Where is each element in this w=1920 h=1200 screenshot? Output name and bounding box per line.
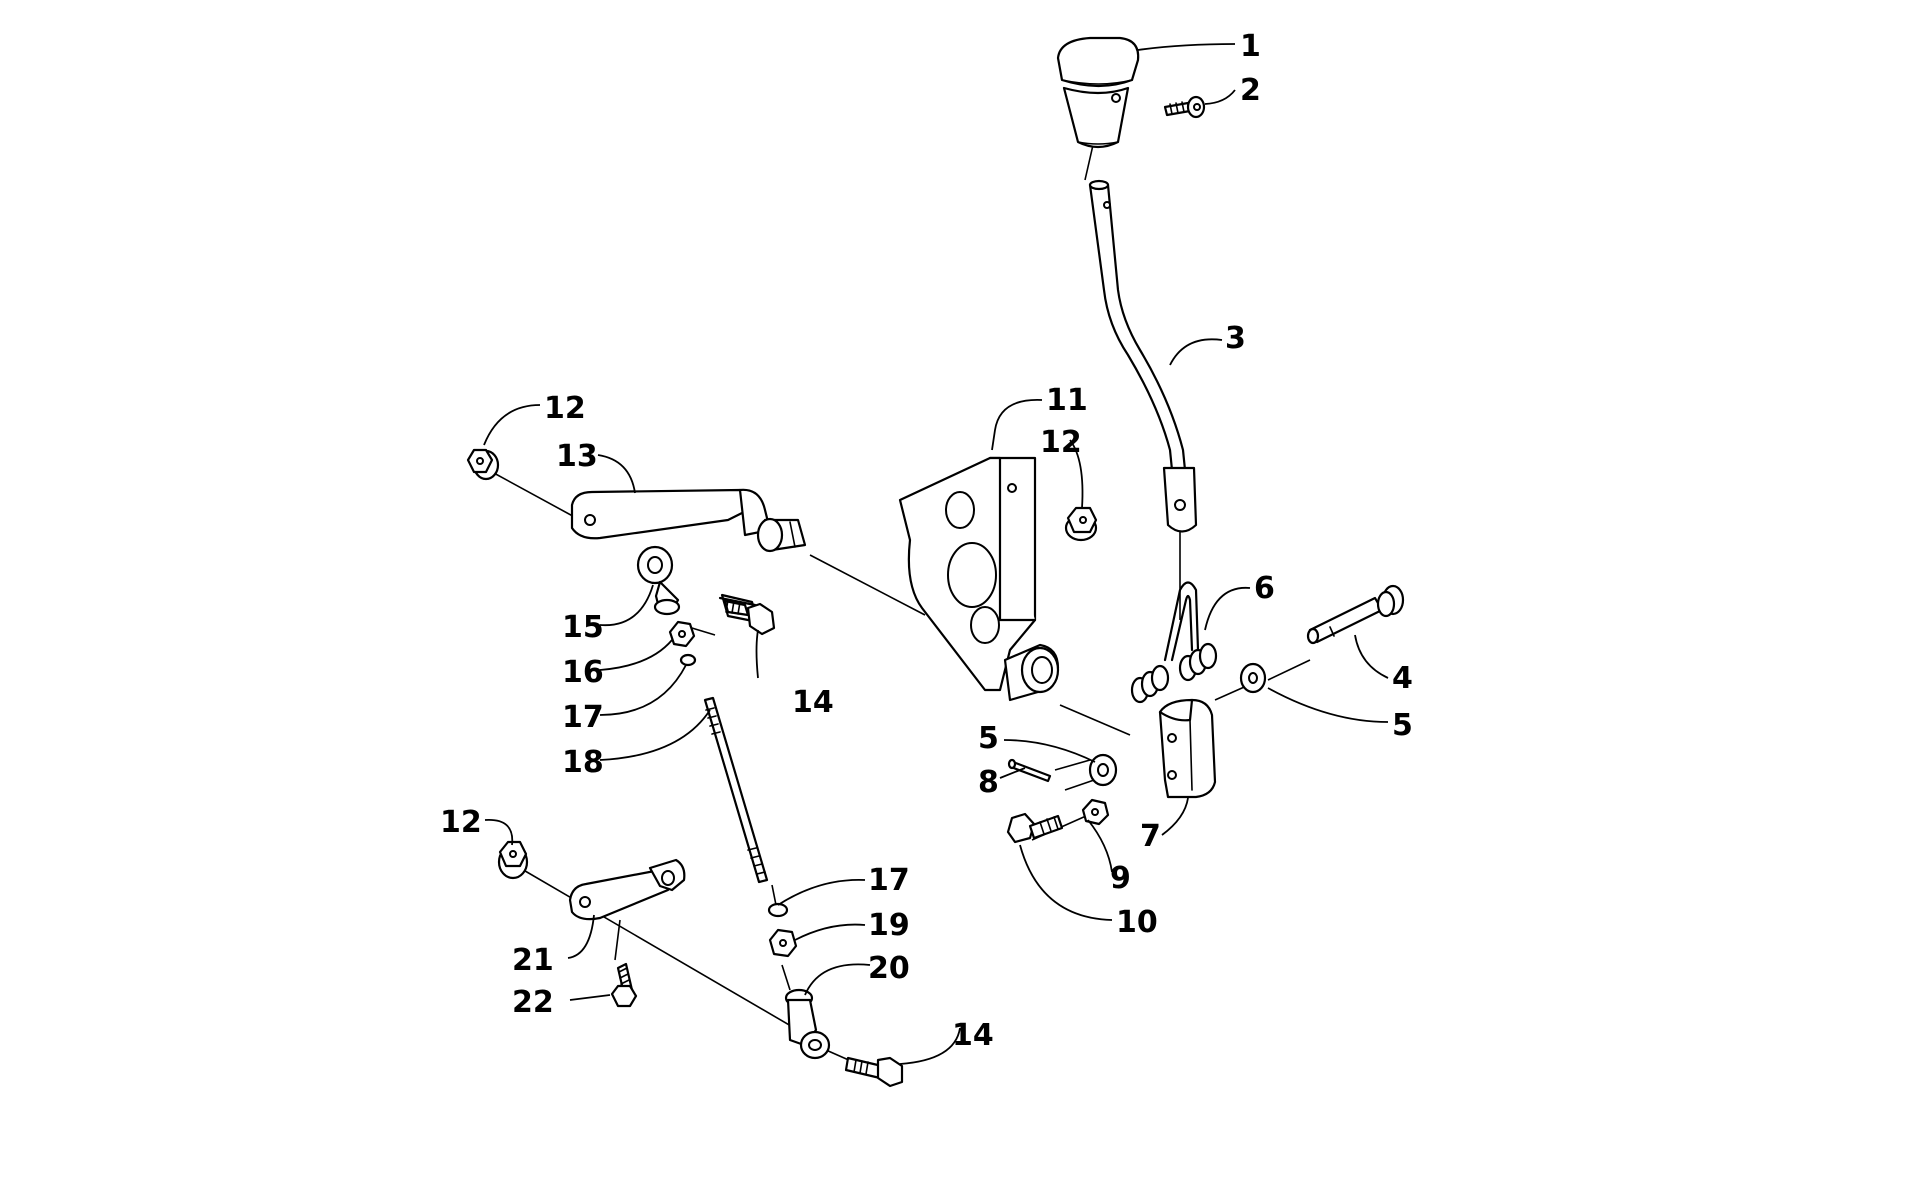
shift-knob bbox=[1056, 36, 1140, 149]
callout-13: 13 bbox=[556, 439, 598, 474]
flange-nut-lower-arm bbox=[497, 840, 529, 880]
callout-10: 10 bbox=[1116, 905, 1158, 940]
set-screw-22 bbox=[610, 962, 638, 1008]
jam-nut-19 bbox=[768, 928, 798, 958]
callout-12-lower: 12 bbox=[440, 805, 482, 840]
callout-12-bracket: 12 bbox=[1040, 425, 1082, 460]
callout-11: 11 bbox=[1046, 383, 1088, 418]
callout-1: 1 bbox=[1240, 29, 1261, 64]
threaded-rod bbox=[703, 696, 769, 884]
callout-19: 19 bbox=[868, 908, 910, 943]
callout-15: 15 bbox=[562, 610, 604, 645]
callout-17-upper: 17 bbox=[562, 700, 604, 735]
callout-2: 2 bbox=[1240, 73, 1261, 108]
callout-labels: 1 2 3 4 5 5 6 7 8 9 10 11 12 12 12 13 14… bbox=[440, 29, 1413, 1053]
nut-9 bbox=[1081, 798, 1110, 826]
rod-end-upper bbox=[636, 545, 681, 616]
lock-washer-17-upper bbox=[679, 653, 697, 667]
callout-20: 20 bbox=[868, 951, 910, 986]
callout-8: 8 bbox=[978, 765, 999, 800]
cotter-pin bbox=[1007, 758, 1052, 783]
mounting-bracket bbox=[898, 456, 1060, 702]
lower-shift-arm bbox=[568, 858, 686, 921]
callout-16: 16 bbox=[562, 655, 604, 690]
washer-right bbox=[1239, 662, 1267, 694]
bolt-14-lower bbox=[844, 1056, 904, 1088]
clevis-block bbox=[1158, 698, 1217, 799]
lock-washer-17-lower bbox=[767, 902, 789, 918]
leader-lines bbox=[483, 43, 1389, 1065]
callout-6: 6 bbox=[1254, 571, 1275, 606]
callout-9: 9 bbox=[1110, 861, 1131, 896]
jam-nut-16 bbox=[668, 620, 696, 648]
flange-nut-bracket bbox=[1064, 506, 1098, 542]
callout-5-right: 5 bbox=[1392, 708, 1413, 743]
callout-3: 3 bbox=[1225, 321, 1246, 356]
callout-5-left: 5 bbox=[978, 721, 999, 756]
callout-7: 7 bbox=[1140, 819, 1161, 854]
callout-21: 21 bbox=[512, 943, 554, 978]
clevis-pin bbox=[1306, 584, 1405, 645]
callout-4: 4 bbox=[1392, 661, 1413, 696]
bolt-10 bbox=[1006, 812, 1064, 844]
bolt-14-upper bbox=[718, 593, 776, 636]
callout-22: 22 bbox=[512, 985, 554, 1020]
callout-14-upper: 14 bbox=[792, 685, 834, 720]
shift-lever bbox=[1088, 179, 1198, 533]
flange-nut-upper-arm bbox=[466, 448, 500, 481]
callout-12-upper: 12 bbox=[544, 391, 586, 426]
rod-end-lower bbox=[784, 988, 831, 1060]
return-spring bbox=[1130, 581, 1218, 704]
callout-14-lower: 14 bbox=[952, 1018, 994, 1053]
callout-18: 18 bbox=[562, 745, 604, 780]
knob-screw bbox=[1163, 95, 1206, 119]
callout-17-lower: 17 bbox=[868, 863, 910, 898]
washer-left bbox=[1088, 753, 1118, 787]
upper-shift-arm bbox=[570, 488, 807, 553]
